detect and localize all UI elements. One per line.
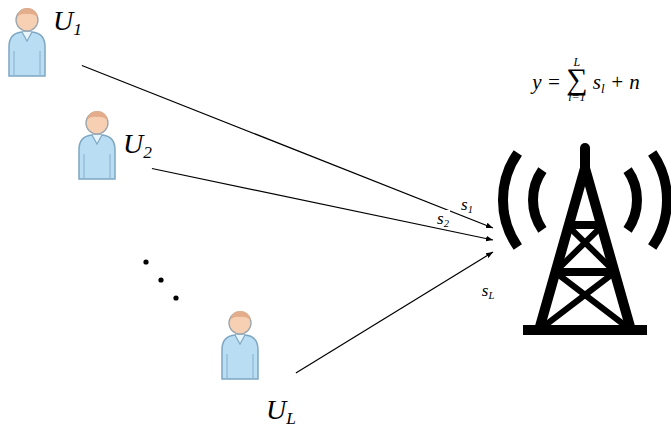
signal-equation: y = ∑ sl + n: [495, 50, 671, 94]
signal-arrow: [152, 168, 493, 240]
signal-label: s1: [460, 196, 474, 213]
user-node: U1: [5, 5, 82, 77]
signal-label: sL: [481, 282, 495, 299]
dot: [158, 277, 163, 282]
user-label: UL: [266, 396, 296, 424]
signal-arrow: [82, 65, 493, 228]
dot: [173, 295, 178, 300]
summation-limit: L: [574, 56, 581, 68]
summation-limit: l=1: [568, 91, 585, 103]
signal-arrow: [296, 252, 493, 373]
user-label: U1: [53, 7, 82, 35]
user-icon: [218, 308, 262, 380]
user-icon: [75, 108, 119, 180]
dot: [143, 259, 148, 264]
user-label: U2: [123, 130, 152, 158]
user-node: U2: [75, 108, 152, 180]
user-icon: [5, 5, 49, 77]
user-node: UL: [218, 308, 296, 424]
signal-label: s2: [436, 210, 450, 227]
